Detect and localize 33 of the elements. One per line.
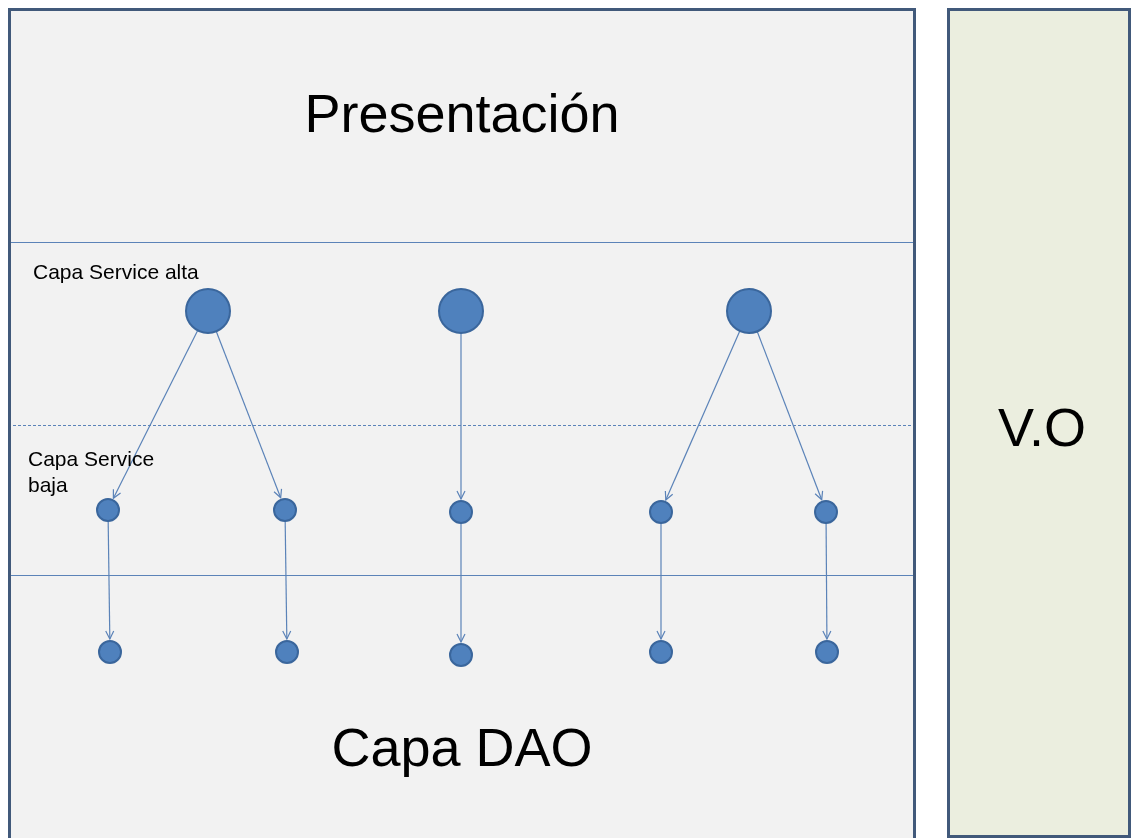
node-circle	[649, 500, 673, 524]
arrow	[456, 332, 466, 500]
layer-band	[8, 8, 916, 242]
node-circle	[273, 498, 297, 522]
service-node-circle	[185, 288, 231, 334]
layer-title: Capa DAO	[330, 716, 594, 779]
arrow	[664, 330, 741, 501]
node-circle	[98, 640, 122, 664]
arrow	[756, 330, 824, 501]
layer-band	[8, 425, 916, 575]
node-circle	[814, 500, 838, 524]
value-object-panel	[947, 8, 1131, 838]
arrow	[112, 329, 199, 499]
layer-band	[8, 575, 916, 838]
arrow	[282, 520, 292, 640]
node-circle	[275, 640, 299, 664]
layer-title: V.O	[996, 396, 1088, 459]
service-node-circle	[438, 288, 484, 334]
arrow	[215, 330, 283, 499]
service-node-circle	[726, 288, 772, 334]
layer-band	[8, 242, 916, 425]
layer-title: Capa Service alta	[33, 259, 200, 285]
node-circle	[449, 643, 473, 667]
layer-title: Capa Service baja	[28, 446, 156, 499]
arrow	[656, 522, 666, 640]
node-circle	[96, 498, 120, 522]
layer-title: Presentación	[303, 82, 621, 145]
node-circle	[449, 500, 473, 524]
node-circle	[649, 640, 673, 664]
arrow	[456, 522, 466, 643]
node-circle	[815, 640, 839, 664]
arrow	[105, 520, 115, 640]
arrow	[822, 522, 832, 640]
